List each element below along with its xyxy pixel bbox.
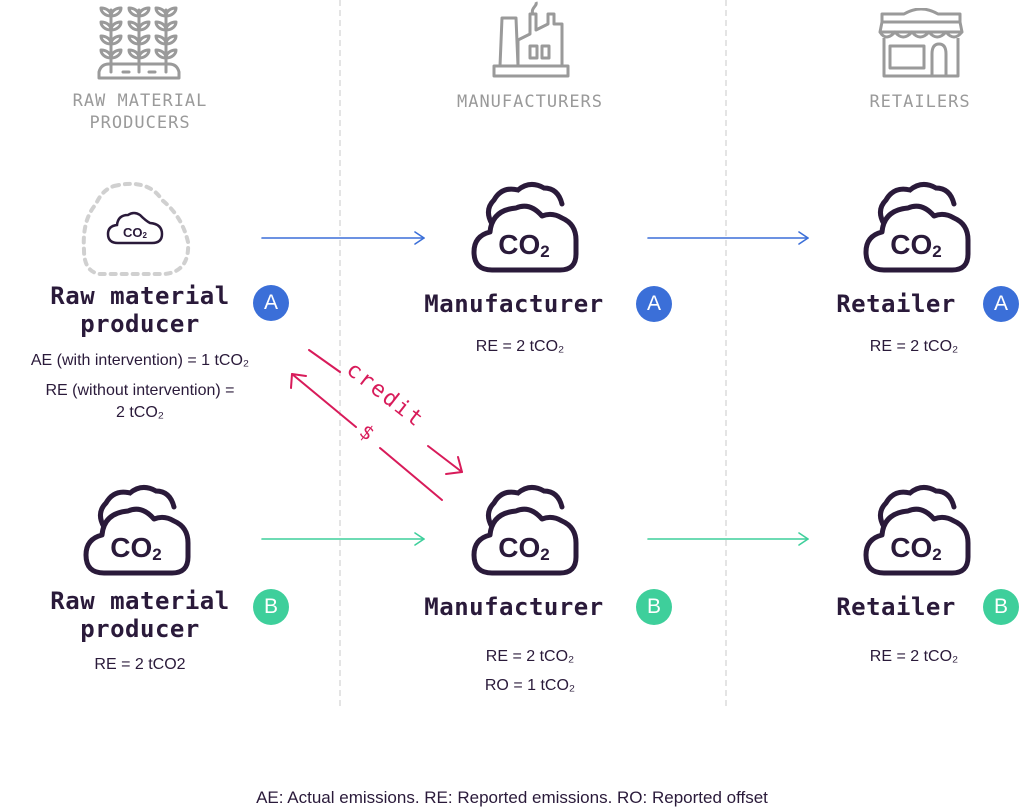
- badge-b: B: [253, 589, 289, 625]
- credit-arrow: [308, 349, 463, 475]
- column-divider-2: [725, 0, 727, 706]
- payment-arrow: [290, 373, 443, 501]
- retailer-b-metric-re: RE = 2 tCO₂: [869, 648, 959, 665]
- manufacturer-b-metric-re: RE = 2 tCO₂: [485, 648, 575, 665]
- column-divider-1: [339, 0, 341, 706]
- manufacturer-b-metric-ro: RO = 1 tCO₂: [484, 677, 576, 694]
- column-title-manufacturers: MANUFACTURERS: [456, 92, 604, 112]
- co2-cloud-small-icon: CO2: [106, 209, 164, 247]
- storefront-icon: [878, 8, 964, 78]
- dashed-boundary: [81, 181, 191, 276]
- badge-a: A: [983, 286, 1019, 322]
- column-title-retailers: RETAILERS: [869, 92, 971, 112]
- wheat-field-icon: [97, 6, 181, 80]
- raw-producer-a-title: Raw material producer: [50, 282, 230, 338]
- arrow-a-raw-to-manufacturer: [261, 231, 425, 245]
- raw-producer-a-metric-re: RE (without intervention) = 2 tCO₂: [45, 382, 235, 421]
- arrow-b-manufacturer-to-retailer: [647, 532, 809, 546]
- badge-b: B: [983, 589, 1019, 625]
- factory-icon: [492, 1, 570, 78]
- co2-label: CO2: [123, 225, 148, 240]
- payment-label: $: [355, 419, 379, 445]
- legend-footnote: AE: Actual emissions. RE: Reported emiss…: [256, 788, 768, 807]
- co2-cloud-icon: CO2: [863, 485, 971, 576]
- raw-producer-b-metric-re: RE = 2 tCO2: [94, 656, 186, 673]
- retailer-a-title: Retailer: [836, 290, 956, 318]
- arrow-a-manufacturer-to-retailer: [647, 231, 809, 245]
- arrow-b-raw-to-manufacturer: [261, 532, 425, 546]
- co2-cloud-icon: CO2: [863, 182, 971, 273]
- badge-b: B: [636, 589, 672, 625]
- badge-a: A: [253, 285, 289, 321]
- manufacturer-b-title: Manufacturer: [424, 593, 604, 621]
- co2-cloud-icon: CO2: [471, 182, 579, 273]
- badge-a: A: [636, 286, 672, 322]
- raw-producer-a-metric-ae: AE (with intervention) = 1 tCO₂: [30, 352, 250, 369]
- co2-cloud-icon: CO2: [471, 485, 579, 576]
- manufacturer-a-metric-re: RE = 2 tCO₂: [475, 338, 565, 355]
- column-title-raw-material-producers: RAW MATERIAL PRODUCERS: [72, 91, 208, 133]
- retailer-b-title: Retailer: [836, 593, 956, 621]
- raw-producer-b-title: Raw material producer: [50, 587, 230, 643]
- credit-label: credit: [341, 357, 428, 433]
- manufacturer-a-title: Manufacturer: [424, 290, 604, 318]
- co2-cloud-icon: CO2: [83, 485, 191, 576]
- retailer-a-metric-re: RE = 2 tCO₂: [869, 338, 959, 355]
